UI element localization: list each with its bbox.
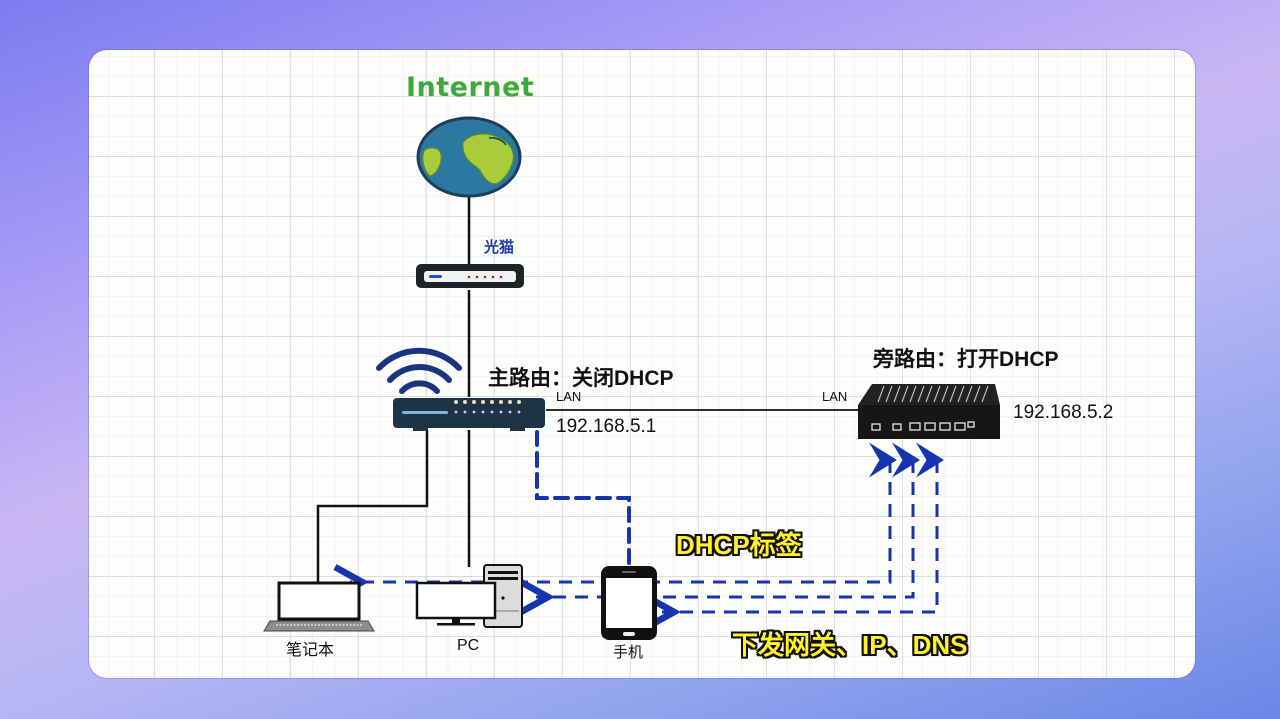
link-router-laptop [316, 430, 429, 584]
diagram-card [89, 50, 1195, 678]
internet-label: Internet [406, 72, 535, 103]
dhcp-tag-annotation: DHCP标签 [676, 530, 802, 560]
wifi-icon [376, 347, 462, 394]
side-router-port-label: LAN [822, 389, 848, 404]
ont-label: 光猫 [484, 239, 515, 256]
side-router-label: 旁路由：打开DHCP [873, 348, 1059, 371]
main-router-port-label: LAN [556, 389, 582, 404]
laptop-label: 笔记本 [286, 642, 335, 659]
pc-label: PC [457, 637, 480, 654]
dashed-link-router-phone [535, 430, 631, 568]
globe-icon [416, 116, 522, 198]
main-router-ip: 192.168.5.1 [556, 416, 657, 437]
dhcp-issue-annotation: 下发网关、IP、DNS [732, 630, 968, 660]
wifi-router-icon [393, 398, 545, 431]
side-router-ip: 192.168.5.2 [1013, 402, 1114, 423]
smartphone-icon [601, 566, 657, 640]
main-router-label: 主路由：关闭DHCP [488, 367, 674, 390]
soft-router-icon [858, 384, 1000, 439]
phone-label: 手机 [613, 644, 644, 661]
modem-icon [416, 264, 524, 288]
laptop-icon [263, 581, 375, 632]
dhcp-path-laptop [350, 460, 890, 582]
desktop-pc-icon [415, 564, 523, 628]
dhcp-path-phone [662, 460, 937, 612]
